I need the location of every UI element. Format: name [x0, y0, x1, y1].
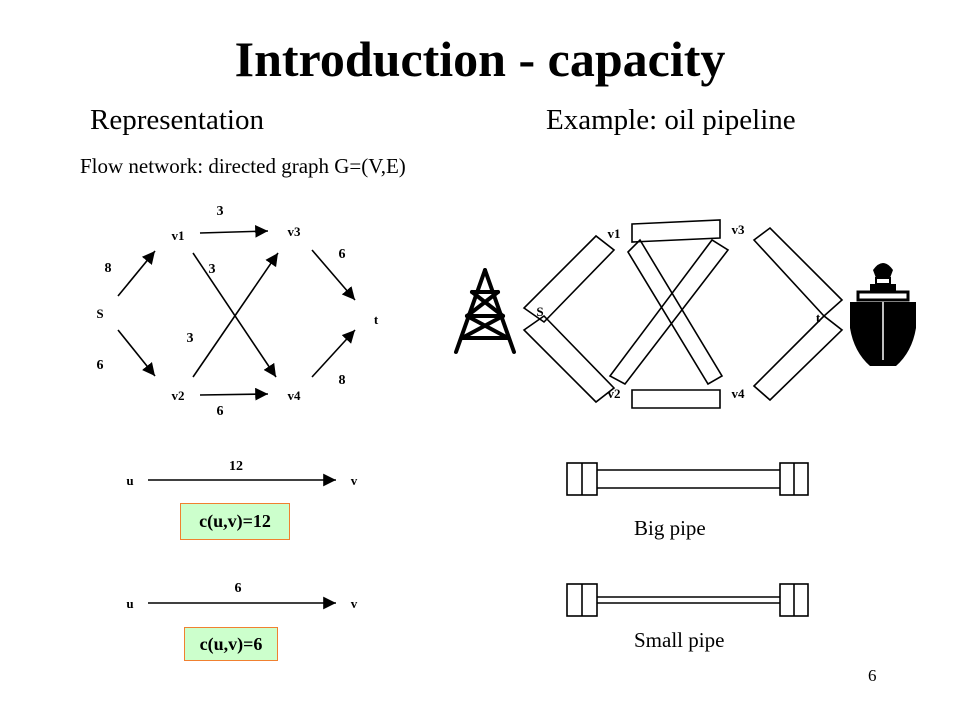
edge-v2-v3 [192, 252, 279, 378]
oil-derrick-icon [454, 268, 516, 354]
node-v2: v2 [172, 388, 185, 403]
node-v1: v1 [172, 228, 185, 243]
small-pipe-label: Small pipe [634, 628, 725, 652]
edge-v1-v3 [199, 224, 269, 238]
small-pipe-icon [566, 583, 809, 617]
node-v4: v4 [288, 388, 302, 403]
capacity-s-v2: 6 [97, 358, 104, 373]
page-number: 6 [868, 666, 877, 685]
edge-v2-v4 [199, 387, 269, 401]
capacity-v1-v4: 3 [209, 262, 216, 277]
flow-network-subtitle: Flow network: directed graph G=(V,E) [80, 154, 406, 178]
ship-icon [850, 263, 916, 366]
pipeline-node-v3: v3 [732, 222, 746, 237]
capacity-v3-t: 6 [339, 247, 346, 262]
pipeline-network [522, 219, 844, 409]
capacity-formula-small: c(u,v)=6 [184, 627, 278, 661]
edge-example-small: u v 6 [126, 581, 357, 611]
big-pipe-label: Big pipe [634, 516, 706, 540]
node-v3: v3 [288, 224, 302, 239]
pipeline-node-v4: v4 [732, 386, 746, 401]
pipeline-heading: Example: oil pipeline [546, 104, 796, 136]
capacity-s-v1: 8 [105, 261, 112, 276]
edge-v1-v4 [192, 252, 277, 378]
edge-v4-t [311, 329, 356, 378]
pipeline-node-labels: S v1 v2 v3 v4 t [536, 222, 820, 401]
pipeline-node-v2: v2 [608, 386, 621, 401]
capacity-v1-v3: 3 [217, 204, 224, 219]
example-small-to: v [351, 596, 358, 611]
pipeline-node-t: t [816, 310, 821, 325]
edge-example-big: u v 12 [126, 459, 357, 488]
capacity-formula-big: c(u,v)=12 [180, 503, 290, 540]
node-t: t [374, 312, 379, 327]
edge-s-v1 [117, 250, 156, 297]
edge-s-v2 [117, 329, 156, 377]
pipeline-node-v1: v1 [608, 226, 621, 241]
example-big-from: u [126, 473, 133, 488]
example-small-capacity: 6 [235, 581, 242, 596]
slide-title: Introduction - capacity [234, 31, 726, 87]
edge-v3-t [311, 249, 356, 301]
capacity-v4-t: 8 [339, 373, 346, 388]
example-big-capacity: 12 [229, 459, 243, 474]
example-small-from: u [126, 596, 133, 611]
pipeline-node-s: S [536, 304, 543, 319]
node-s: S [96, 306, 103, 321]
example-big-to: v [351, 473, 358, 488]
capacity-v2-v4: 6 [217, 404, 224, 419]
capacity-v2-v3: 3 [187, 331, 194, 346]
big-pipe-icon [566, 462, 809, 496]
representation-heading: Representation [90, 104, 264, 136]
